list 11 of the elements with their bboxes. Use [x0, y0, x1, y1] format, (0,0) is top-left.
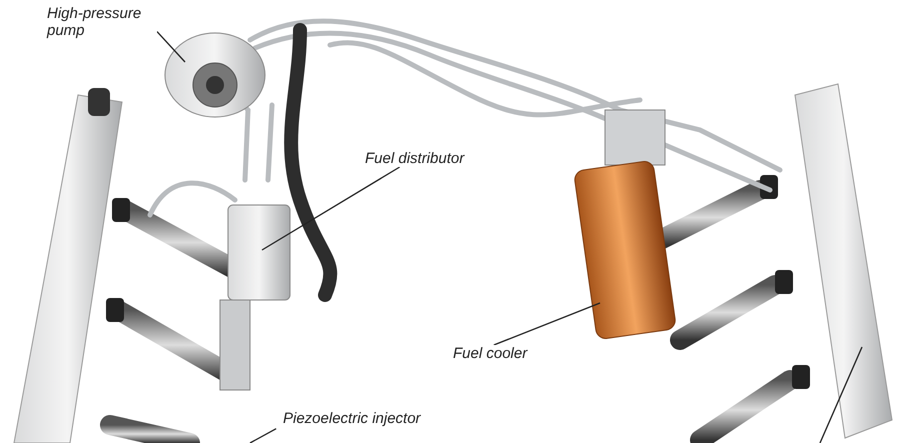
leader-line — [250, 428, 276, 443]
leader-line — [819, 346, 863, 443]
fuel-rail-drawing — [794, 83, 893, 439]
fuel-distributor-drawing — [228, 204, 290, 300]
high-pressure-pump-drawing — [164, 32, 266, 118]
leader-line — [262, 166, 400, 251]
distributor-label: Fuel distributor — [365, 150, 464, 167]
leader-line — [156, 31, 186, 62]
pump-label: High-pressure pump — [47, 5, 157, 39]
leader-line — [494, 302, 600, 346]
injector-label: Piezoelectric injector — [283, 410, 421, 427]
